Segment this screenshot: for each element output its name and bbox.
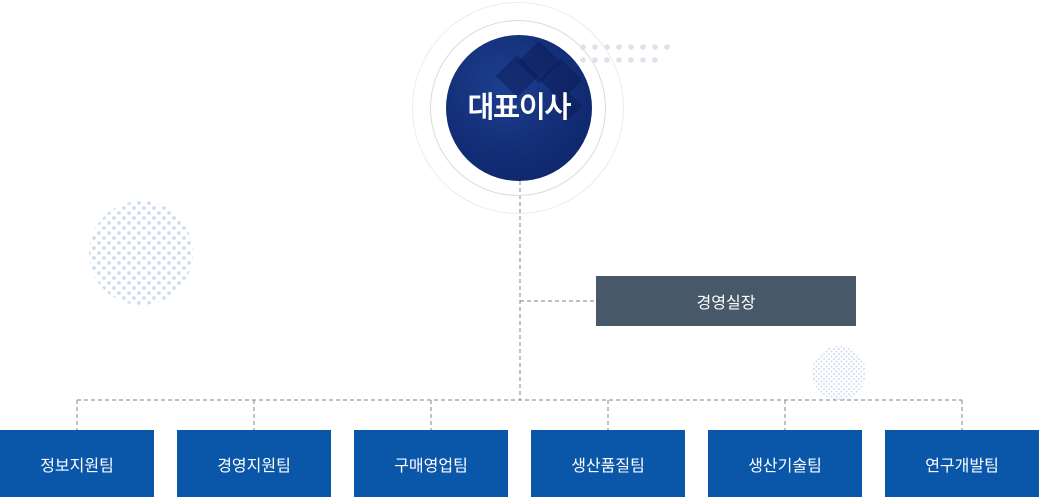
team-label: 연구개발팀 <box>925 455 999 475</box>
ceo-outer-ring <box>412 2 624 214</box>
dot-pattern-left <box>89 201 193 305</box>
team-label: 경영지원팀 <box>217 455 291 475</box>
team-label: 정보지원팀 <box>40 455 114 475</box>
team-node-research-development: 연구개발팀 <box>885 430 1039 497</box>
team-label: 생산품질팀 <box>571 455 645 475</box>
dot-pattern-right <box>812 346 866 400</box>
team-label: 구매영업팀 <box>394 455 468 475</box>
ceo-node: 대표이사 <box>446 35 592 181</box>
ceo-inner-ring <box>430 20 606 196</box>
team-node-purchasing-sales: 구매영업팀 <box>354 430 508 497</box>
team-node-production-technology: 생산기술팀 <box>708 430 862 497</box>
ceo-label: 대표이사 <box>467 90 572 124</box>
team-label: 생산기술팀 <box>748 455 822 475</box>
manager-node: 경영실장 <box>596 276 856 326</box>
team-node-info-support: 정보지원팀 <box>0 430 154 497</box>
team-node-production-quality: 생산품질팀 <box>531 430 685 497</box>
team-node-management-support: 경영지원팀 <box>177 430 331 497</box>
manager-label: 경영실장 <box>696 293 756 312</box>
